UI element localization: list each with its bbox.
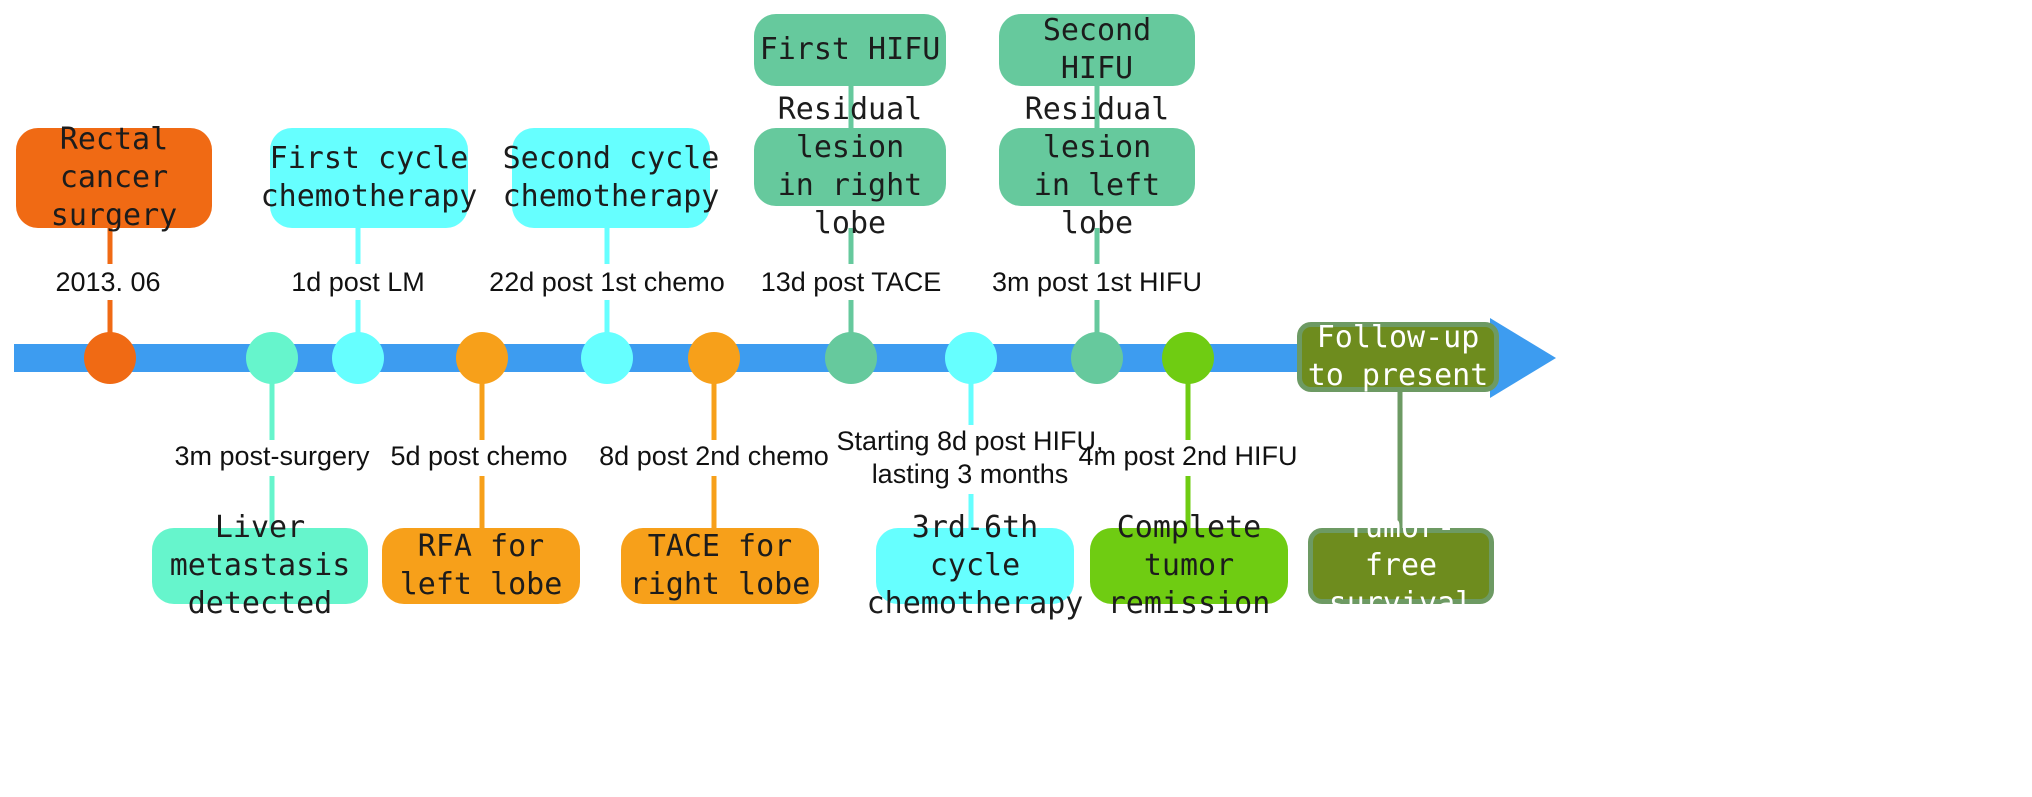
node-cycles-3-6-chemo xyxy=(945,332,997,384)
label-first-hifu: 13d post TACE xyxy=(760,267,942,297)
box-rfa-left-lobe: RFA for left lobe xyxy=(382,528,580,604)
node-rectal-surgery xyxy=(84,332,136,384)
node-liver-metastasis xyxy=(246,332,298,384)
box-tumor-free-survival: Tumor-free survival xyxy=(1308,510,1494,621)
node-rfa-left-lobe xyxy=(456,332,508,384)
box-first-cycle-chemo: First cycle chemotherapy xyxy=(261,128,477,228)
label-second-cycle-chemo: 22d post 1st chemo xyxy=(489,267,725,297)
node-second-cycle-chemo xyxy=(581,332,633,384)
label-rfa-left-lobe: 5d post chemo xyxy=(390,441,568,471)
label-first-cycle-chemo: 1d post LM xyxy=(291,267,425,297)
timeline-arrowhead xyxy=(1490,318,1556,398)
box-second-cycle-chemo: Second cycle chemotherapy xyxy=(503,128,719,228)
box-follow-up: Follow-up to present xyxy=(1297,320,1499,393)
node-first-hifu xyxy=(825,332,877,384)
box-cycles-3-6-chemo: 3rd-6th cycle chemotherapy xyxy=(866,510,1084,621)
label-complete-remission: 4m post 2nd HIFU xyxy=(1078,441,1298,471)
label-cycles-3-6-chemo: Starting 8d post HIFU, lasting 3 months xyxy=(836,426,1104,489)
label-tace-right-lobe: 8d post 2nd chemo xyxy=(599,441,829,471)
timeline-bar xyxy=(14,344,1334,372)
label-rectal-surgery: 2013. 06 xyxy=(55,267,161,297)
box-liver-metastasis: Liver metastasis detected xyxy=(152,510,368,621)
label-second-hifu: 3m post 1st HIFU xyxy=(991,267,1203,297)
node-complete-remission xyxy=(1162,332,1214,384)
box-first-hifu-top: First HIFU xyxy=(754,14,946,86)
node-second-hifu xyxy=(1071,332,1123,384)
node-first-cycle-chemo xyxy=(332,332,384,384)
node-tace-right-lobe xyxy=(688,332,740,384)
box-rectal-surgery: Rectal cancer surgery xyxy=(16,122,212,233)
label-liver-metastasis: 3m post-surgery xyxy=(174,441,370,471)
box-residual-right-lobe: Residual lesion in right lobe xyxy=(754,92,946,241)
box-tace-right-lobe: TACE for right lobe xyxy=(621,528,819,604)
box-residual-left-lobe: Residual lesion in left lobe xyxy=(999,92,1195,241)
box-complete-remission: Complete tumor remission xyxy=(1090,510,1288,621)
box-second-hifu-top: Second HIFU xyxy=(999,13,1195,86)
